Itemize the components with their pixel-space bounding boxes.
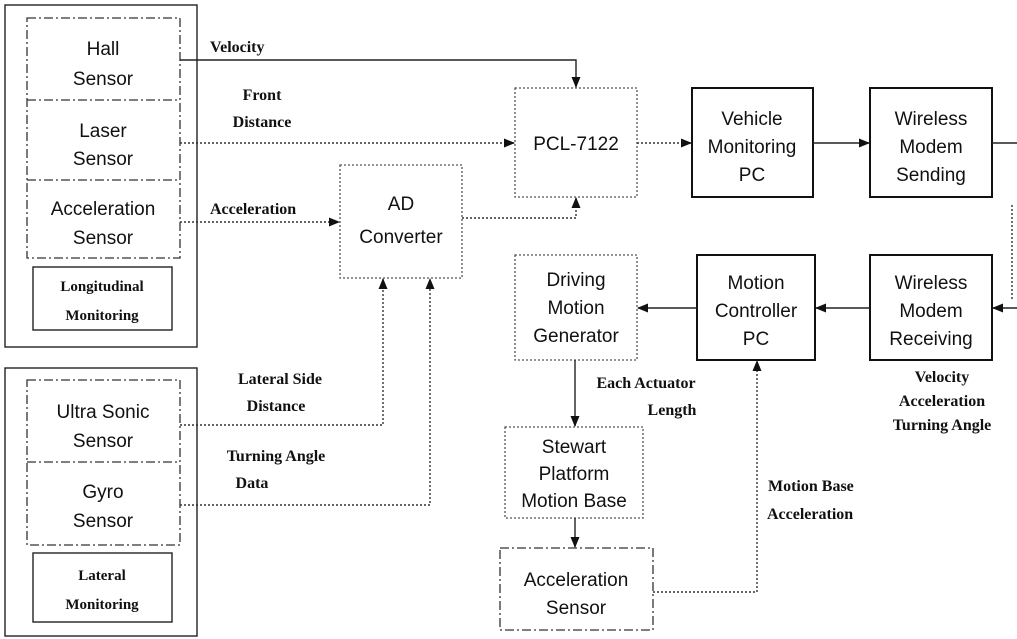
gyro-sensor-block: Gyro Sensor [73, 482, 134, 532]
ad-converter-line: AD [388, 194, 414, 215]
stewart-platform-block: Stewart Platform Motion Base [504, 426, 644, 519]
wireless-modem-receiving-box [869, 254, 993, 361]
lateral-side-distance-label: Lateral Side [238, 371, 322, 388]
longitudinal-sensor-group: Hall Sensor Laser Sensor Acceleration Se… [4, 4, 198, 348]
gyro-sensor-line: Gyro [82, 482, 123, 503]
wireless-modem-receiving-line: Modem [899, 301, 962, 322]
ad-converter-box [339, 164, 463, 279]
wireless-modem-sending-line: Modem [899, 137, 962, 158]
motion-controller-pc-line: Motion [727, 273, 784, 294]
acceleration-sensor-bottom-line: Acceleration [524, 570, 629, 591]
stewart-platform-line: Stewart [542, 437, 607, 458]
longitudinal-monitoring-box [32, 266, 173, 331]
gyro-sensor-line: Sensor [73, 511, 134, 532]
hall-sensor-block: Hall Sensor [73, 39, 134, 90]
laser-sensor-line: Laser [79, 121, 127, 142]
longitudinal-sensor-frame [26, 17, 181, 259]
acceleration-sensor-line: Acceleration [51, 199, 156, 220]
ultrasonic-sensor-line: Ultra Sonic [57, 402, 150, 423]
vehicle-monitoring-pc-line: Monitoring [708, 137, 797, 158]
velocity-label: Velocity [210, 39, 265, 56]
ultrasonic-sensor-line: Sensor [73, 431, 134, 452]
front-distance-label: Front [243, 87, 282, 104]
motion-base-acceleration-arrow [653, 360, 762, 593]
motion-controller-pc-box [696, 254, 816, 361]
hall-sensor-line: Hall [87, 39, 120, 60]
actuator-length-label: Length [648, 402, 697, 419]
turning-angle-data-label: Turning Angle [227, 448, 326, 465]
acceleration-sensor-top-block: Acceleration Sensor [51, 199, 156, 249]
vehicle-monitoring-pc-block: Vehicle Monitoring PC [691, 87, 814, 198]
driving-motion-generator-line: Driving [546, 270, 605, 291]
ad-converter-block: AD Converter [339, 164, 463, 279]
lateral-side-distance-label: Distance [247, 398, 306, 415]
pcl-7122-box [514, 87, 638, 198]
wireless-modem-sending-line: Sending [896, 165, 966, 186]
wireless-modem-sending-block: Wireless Modem Sending [869, 87, 993, 198]
vehicle-monitoring-pc-line: Vehicle [721, 109, 782, 130]
lateral-monitoring-box [32, 552, 173, 623]
acceleration-label: Acceleration [210, 201, 296, 218]
received-signals-label: Velocity [915, 369, 970, 386]
lateral-sensor-frame [26, 379, 181, 546]
motion-base-acceleration-label: Motion Base [768, 478, 854, 495]
stewart-platform-line: Motion Base [521, 491, 627, 512]
ad-converter-line: Converter [359, 227, 443, 248]
laser-sensor-block: Laser Sensor [73, 121, 134, 170]
stewart-platform-line: Platform [539, 464, 610, 485]
longitudinal-monitoring-line: Monitoring [65, 308, 139, 324]
driving-motion-generator-line: Motion [547, 298, 604, 319]
laser-sensor-line: Sensor [73, 149, 134, 170]
wireless-modem-receiving-block: Wireless Modem Receiving [869, 254, 993, 361]
acceleration-sensor-bottom-box [499, 547, 654, 631]
pcl-7122-block: PCL-7122 [514, 87, 638, 198]
motion-controller-pc-block: Motion Controller PC [696, 254, 816, 361]
lateral-sensor-group: Ultra Sonic Sensor Gyro Sensor Lateral M… [4, 367, 198, 637]
turning-angle-data-label: Data [236, 475, 269, 492]
lateral-monitoring-line: Monitoring [65, 597, 139, 613]
stewart-platform-box [504, 426, 644, 519]
pcl-7122-label: PCL-7122 [533, 134, 619, 155]
received-signals-label: Acceleration [899, 393, 985, 410]
driving-motion-generator-line: Generator [533, 326, 619, 347]
lateral-side-distance-arrow [180, 278, 388, 426]
received-signals-label: Turning Angle [893, 417, 992, 434]
longitudinal-monitoring-block: Longitudinal Monitoring [32, 266, 173, 331]
acceleration-sensor-line: Sensor [73, 228, 134, 249]
driving-motion-generator-box [514, 254, 638, 361]
front-distance-label: Distance [233, 114, 292, 131]
wireless-modem-sending-line: Wireless [895, 109, 968, 130]
motion-controller-pc-line: Controller [715, 301, 798, 322]
signal-labels: Velocity Front Distance Acceleration Lat… [210, 39, 991, 523]
velocity-arrow [180, 59, 581, 88]
turning-angle-arrow [180, 278, 435, 506]
lateral-monitoring-block: Lateral Monitoring [32, 552, 173, 623]
ultrasonic-sensor-block: Ultra Sonic Sensor [57, 402, 150, 452]
motion-controller-pc-line: PC [743, 329, 769, 350]
motion-base-acceleration-label: Acceleration [767, 506, 853, 523]
acceleration-sensor-bottom-line: Sensor [546, 598, 607, 619]
connectors [180, 59, 1017, 593]
wireless-modem-receiving-line: Wireless [895, 273, 968, 294]
acceleration-sensor-bottom-block: Acceleration Sensor [499, 547, 654, 631]
vehicle-monitoring-pc-line: PC [739, 165, 765, 186]
wireless-modem-receiving-line: Receiving [889, 329, 972, 350]
hall-sensor-line: Sensor [73, 69, 134, 90]
vehicle-monitoring-pc-box [691, 87, 814, 198]
ad-to-pcl-arrow [462, 197, 581, 219]
lateral-monitoring-line: Lateral [78, 568, 125, 584]
longitudinal-monitoring-line: Longitudinal [60, 279, 143, 295]
actuator-length-label: Each Actuator [596, 375, 695, 392]
driving-motion-generator-block: Driving Motion Generator [514, 254, 638, 361]
